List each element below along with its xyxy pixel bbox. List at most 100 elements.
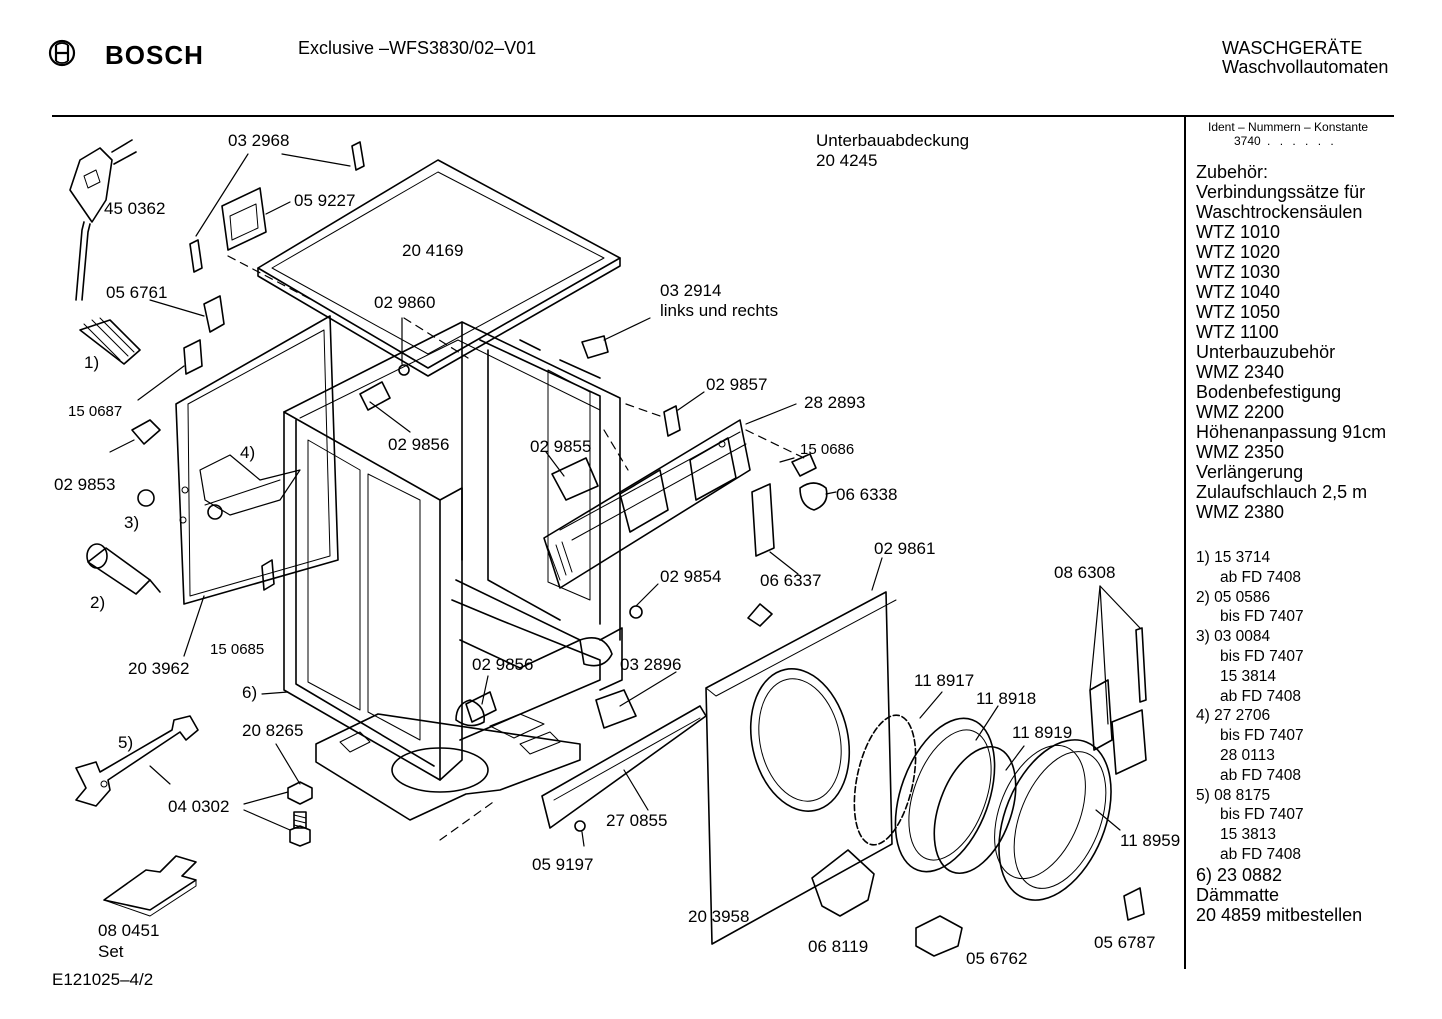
label-056761: 05 6761 bbox=[106, 283, 167, 302]
accessory-line: WMZ 2350 bbox=[1196, 442, 1285, 462]
label-040302: 04 0302 bbox=[168, 797, 229, 816]
clip-150686-part bbox=[791, 453, 817, 477]
accessory-line: Verbindungssätze für bbox=[1196, 182, 1366, 202]
wrench-part bbox=[75, 715, 199, 807]
label-066338: 06 6338 bbox=[836, 485, 897, 504]
cabinet-frame-part bbox=[175, 315, 623, 781]
label-set: Set bbox=[98, 942, 124, 961]
accessory-line: WTZ 1030 bbox=[1196, 262, 1281, 282]
mount-059227-part bbox=[221, 187, 267, 251]
footnote-line: 3) 03 0084 bbox=[1196, 628, 1271, 646]
label-150686: 15 0686 bbox=[800, 441, 854, 458]
label-056762: 05 6762 bbox=[966, 949, 1027, 968]
label-080451: 08 0451 bbox=[98, 921, 159, 940]
pin-086308-part bbox=[1135, 627, 1147, 703]
adjustable-foot-part bbox=[287, 781, 313, 847]
accessory-line: Bodenbefestigung bbox=[1196, 382, 1342, 402]
label-118918: 11 8918 bbox=[976, 689, 1036, 708]
front-panel-part bbox=[705, 591, 897, 945]
catch-056787-part bbox=[1123, 887, 1145, 921]
clip-150685-part bbox=[261, 559, 275, 591]
label-270855: 27 0855 bbox=[606, 811, 667, 830]
label-032914: 03 2914 bbox=[660, 281, 721, 300]
footnote-line: bis FD 7407 bbox=[1220, 727, 1304, 745]
label-note-3: 3) bbox=[124, 513, 139, 532]
accessory-line: Waschtrockensäulen bbox=[1196, 202, 1363, 222]
clip-032914-part bbox=[581, 335, 609, 359]
label-150685: 15 0685 bbox=[210, 641, 264, 658]
accessory-line: WMZ 2200 bbox=[1196, 402, 1285, 422]
base-strip-part bbox=[541, 705, 707, 829]
brand-name: BOSCH bbox=[105, 40, 204, 70]
unterbau-number: 20 4245 bbox=[816, 151, 877, 170]
clip-029857-part bbox=[663, 405, 681, 437]
accessory-line: WMZ 2380 bbox=[1196, 502, 1285, 522]
holder-029856b-part bbox=[465, 691, 497, 723]
ident-label: Ident – Nummern – Konstante bbox=[1208, 120, 1369, 134]
label-118919: 11 8919 bbox=[1012, 723, 1072, 742]
accessory-line: WMZ 2340 bbox=[1196, 362, 1285, 382]
side-panel: Ident – Nummern – Konstante 3740 . . . .… bbox=[1196, 120, 1436, 925]
power-plug-part bbox=[69, 139, 137, 301]
label-032896: 03 2896 bbox=[620, 655, 681, 674]
footnote-line: ab FD 7408 bbox=[1220, 568, 1301, 586]
assembly-dashed-lines bbox=[227, 255, 805, 841]
footnote-line: bis FD 7407 bbox=[1220, 806, 1304, 824]
handle-068119-part bbox=[811, 849, 875, 917]
label-059227: 05 9227 bbox=[294, 191, 355, 210]
label-059197: 05 9197 bbox=[532, 855, 593, 874]
exploded-parts-diagram: Unterbauabdeckung 20 4245 03 2968 45 036… bbox=[54, 131, 1180, 968]
label-029861: 02 9861 bbox=[874, 539, 935, 558]
ring-066338-part bbox=[799, 482, 828, 511]
label-029856a: 02 9856 bbox=[388, 435, 449, 454]
pump-filter-part bbox=[86, 543, 161, 595]
label-029856b: 02 9856 bbox=[472, 655, 533, 674]
subcategory-title: Waschvollautomaten bbox=[1222, 57, 1389, 77]
accessory-line: WTZ 1010 bbox=[1196, 222, 1281, 242]
label-note-2: 2) bbox=[90, 593, 105, 612]
insulation-note-line: 20 4859 mitbestellen bbox=[1196, 904, 1363, 925]
insulation-note-line: Dämmatte bbox=[1196, 884, 1280, 905]
inlet-valve-part bbox=[79, 317, 141, 365]
label-032968: 03 2968 bbox=[228, 131, 289, 150]
footnote-line: ab FD 7408 bbox=[1220, 766, 1301, 784]
accessory-line: Verlängerung bbox=[1196, 462, 1304, 482]
label-208265: 20 8265 bbox=[242, 721, 303, 740]
label-282893: 28 2893 bbox=[804, 393, 865, 412]
transport-plate-set-part bbox=[103, 855, 197, 917]
footnote-line: 1) 15 3714 bbox=[1196, 549, 1271, 566]
label-086308: 08 6308 bbox=[1054, 563, 1115, 582]
leader-lines bbox=[109, 153, 1141, 847]
label-118959: 11 8959 bbox=[1120, 831, 1180, 850]
ident-value: 3740 bbox=[1234, 134, 1261, 148]
rail-066337-part bbox=[751, 483, 775, 557]
label-note-1: 1) bbox=[84, 353, 99, 372]
base-plate-part bbox=[315, 713, 581, 821]
model-title: Exclusive –WFS3830/02–V01 bbox=[298, 38, 537, 58]
plug-029854-part bbox=[629, 605, 643, 619]
footnote-line: 2) 05 0586 bbox=[1196, 588, 1271, 606]
footnote-line: 4) 27 2706 bbox=[1196, 707, 1271, 725]
lock-032896-part bbox=[595, 689, 637, 729]
label-118917: 11 8917 bbox=[914, 671, 974, 690]
hinge-086308b-part bbox=[1111, 709, 1147, 775]
accessory-line: Unterbauzubehör bbox=[1196, 342, 1336, 362]
accessory-line: WTZ 1020 bbox=[1196, 242, 1281, 262]
label-029855: 02 9855 bbox=[530, 437, 591, 456]
drawing-code: E121025–4/2 bbox=[52, 970, 154, 989]
bosch-armature-logo-icon bbox=[48, 39, 76, 67]
hinge-086308a-part bbox=[1089, 679, 1113, 751]
holder-029855-part bbox=[551, 457, 599, 501]
header-divider bbox=[52, 115, 1394, 117]
side-panel-divider bbox=[1184, 116, 1186, 969]
footnote-line: bis FD 7407 bbox=[1220, 647, 1304, 665]
label-203962: 20 3962 bbox=[128, 659, 189, 678]
screw-part-3 bbox=[137, 489, 155, 507]
clip-029853-part bbox=[131, 419, 161, 445]
accessory-line: Höhenanpassung 91cm bbox=[1196, 422, 1387, 442]
insulation-note-line: 6) 23 0882 bbox=[1196, 864, 1283, 885]
clip-056761-part bbox=[203, 295, 225, 333]
accessory-line: WTZ 1040 bbox=[1196, 282, 1281, 302]
